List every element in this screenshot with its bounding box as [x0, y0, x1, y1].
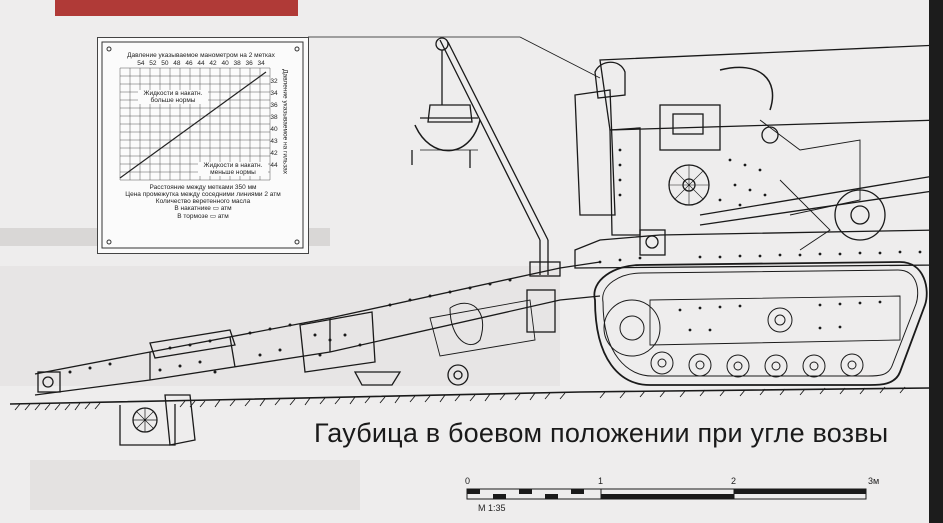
plaque-right-tick: 36	[270, 102, 278, 109]
scale-mark-0: 0	[465, 476, 471, 486]
plaque-footer-line: В тормозе ▭ атм	[177, 212, 229, 220]
scale-bar	[466, 488, 867, 500]
figure-caption: Гаубица в боевом положении при угле возв…	[314, 418, 889, 448]
plaque-top-label: Давление указываемое манометром на 2 мет…	[127, 52, 275, 59]
plaque-right-tick: 40	[270, 126, 278, 133]
plaque-footer-line: Цена промежутка между соседними линиями …	[125, 191, 281, 199]
plaque-top-ticks: 54 52 50 48 46 44 42 40 38 36 34	[137, 60, 265, 67]
plaque-lower-note: Жидкости в накатн. меньше нормы	[198, 162, 268, 177]
plaque-grid	[101, 41, 304, 249]
plaque-footer-line: Количество веретенного масла	[155, 198, 251, 206]
plaque-upper-note: Жидкости в накатн. больше нормы	[138, 90, 208, 105]
plaque-right-tick: 42	[270, 150, 278, 157]
header-strip	[55, 0, 298, 16]
plaque-right-label: Давление указываемое на гильзах	[281, 69, 289, 175]
plaque-right-tick: 38	[270, 114, 278, 121]
plaque-right-tick: 34	[270, 90, 278, 97]
plaque-right-ticks: 32 34 36 38 40 43 42 44	[268, 76, 280, 172]
scale-mark-1: 1	[598, 476, 604, 486]
plaque-footer-line: Расстояние между метками 350 мм	[149, 184, 257, 191]
page-edge-shadow	[929, 0, 943, 523]
scale-mark-3: 3м	[868, 476, 880, 486]
scale-ratio: М 1:35	[478, 503, 506, 513]
plaque-footer: Расстояние между метками 350 мм Цена про…	[108, 184, 298, 220]
pressure-plaque: Давление указываемое манометром на 2 мет…	[97, 37, 309, 254]
scale-mark-2: 2	[731, 476, 737, 486]
plaque-right-tick: 44	[270, 162, 278, 169]
plaque-footer-line: В накатнике ▭ атм	[174, 205, 232, 213]
ghost-text-block	[30, 460, 360, 510]
plaque-right-tick: 32	[270, 78, 278, 85]
ghost-text-block	[0, 266, 560, 386]
plaque-right-tick: 43	[270, 138, 278, 145]
